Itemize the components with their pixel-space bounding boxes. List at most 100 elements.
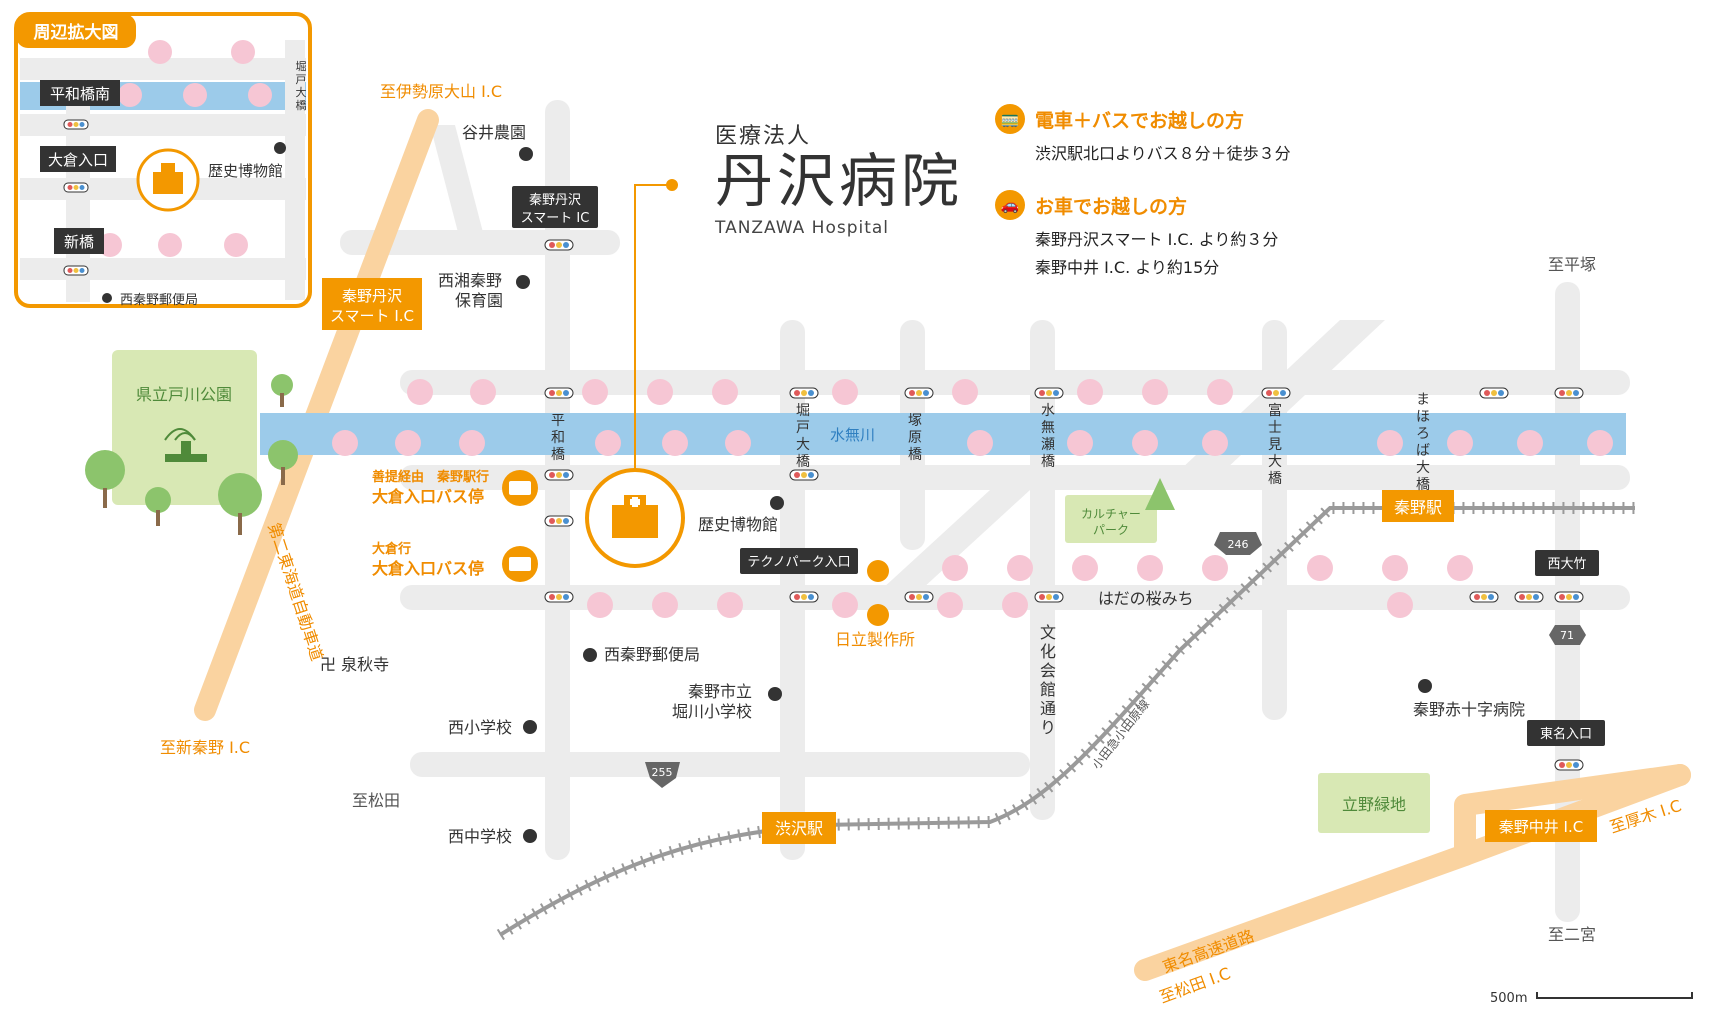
- svg-text:文: 文: [1040, 623, 1056, 642]
- svg-text:富: 富: [1268, 402, 1282, 419]
- culture-park-line1: カルチャー: [1081, 507, 1141, 521]
- fountain-icon: [164, 428, 207, 462]
- car-detail-1: 秦野丹沢スマート I.C. より約３分: [1035, 230, 1279, 249]
- svg-text:堀: 堀: [296, 60, 307, 73]
- nishihadano-post-label: 西秦野郵便局: [604, 645, 700, 664]
- hospital-title-block: 医療法人 丹沢病院 TANZAWA Hospital: [715, 118, 963, 238]
- svg-text:平: 平: [551, 413, 565, 429]
- svg-text:橋: 橋: [296, 98, 307, 112]
- svg-text:水: 水: [1041, 403, 1055, 419]
- inset-title: 周辺拡大図: [34, 22, 119, 43]
- tateno-park-area: [1318, 773, 1430, 833]
- svg-text:橋: 橋: [1041, 454, 1055, 470]
- smart-ic-box-line2: スマート IC: [521, 211, 590, 226]
- sakura-trees: [332, 379, 1613, 618]
- train-bus-heading: 電車＋バスでお越しの方: [1035, 109, 1245, 132]
- odakyu-railway: [496, 502, 1635, 941]
- hadano-nakai-ic-label: 秦野中井 I.C: [1499, 818, 1583, 836]
- to-ninomiya-label: 至二宮: [1548, 925, 1596, 944]
- svg-text:士: 士: [1268, 420, 1282, 436]
- svg-text:和: 和: [551, 430, 565, 446]
- hadano-sakura-road-label: はだの桜みち: [1098, 589, 1194, 608]
- bus-stop-1-sub: 善提経由 秦野駅行: [372, 469, 489, 485]
- bus-stop-2-main: 大倉入口バス停: [372, 559, 484, 578]
- inset-heiwa-minami: 平和橋南: [50, 85, 110, 103]
- red-cross-label: 秦野赤十字病院: [1413, 700, 1525, 719]
- shibusawa-station-label: 渋沢駅: [775, 819, 823, 838]
- to-hiratsuka-label: 至平塚: [1548, 255, 1596, 274]
- svg-text:見: 見: [1268, 437, 1282, 453]
- nishi-junior-label: 西中学校: [448, 827, 512, 846]
- bus-icon-technopark: [867, 560, 889, 582]
- svg-text:無: 無: [1041, 420, 1055, 436]
- svg-text:橋: 橋: [908, 447, 922, 463]
- svg-text:ほ: ほ: [1416, 409, 1430, 425]
- svg-text:ま: ま: [1416, 392, 1430, 408]
- bus-stop-icon-1: [502, 470, 538, 506]
- bus-stop-1-main: 大倉入口バス停: [372, 487, 484, 506]
- svg-text:通: 通: [1040, 699, 1056, 718]
- technopark-label: テクノパーク入口: [747, 555, 850, 570]
- scale-label: 500m: [1490, 991, 1527, 1006]
- inset-post-office: 西秦野郵便局: [120, 293, 198, 308]
- dark-label-boxes: [512, 186, 1605, 746]
- mizunashi-river-label: 水無川: [830, 426, 875, 444]
- horikawa-school-line1: 秦野市立: [688, 682, 752, 701]
- green-trees: [85, 374, 1175, 535]
- nishi-elementary-label: 西小学校: [448, 718, 512, 737]
- tateno-ryokuchi-label: 立野緑地: [1342, 795, 1406, 814]
- museum-label: 歴史博物館: [698, 515, 778, 534]
- svg-text:ろ: ろ: [1416, 426, 1430, 442]
- svg-text:瀬: 瀬: [1041, 437, 1055, 453]
- car-detail-2: 秦野中井 I.C. より約15分: [1035, 258, 1220, 277]
- svg-text:橋: 橋: [551, 447, 565, 463]
- svg-text:化: 化: [1040, 642, 1056, 661]
- train-icon: 🚃: [995, 104, 1025, 134]
- route-71-label: 71: [1560, 629, 1574, 642]
- svg-text:塚: 塚: [908, 413, 922, 429]
- hitachi-label: 日立製作所: [835, 630, 915, 649]
- horikawa-school-line2: 堀川小学校: [672, 702, 752, 721]
- inset-okura-iriguchi: 大倉入口: [48, 151, 108, 169]
- odakyu-line-label: 小田急小田原線: [1089, 696, 1153, 771]
- traffic-signals: [544, 239, 1584, 771]
- nursery-line2: 保育園: [455, 291, 503, 310]
- train-bus-detail: 渋沢駅北口よりバス８分＋徒歩３分: [1035, 144, 1291, 163]
- hospital-pointer-line: [634, 179, 678, 495]
- nishi-otake-label: 西大竹: [1547, 557, 1586, 572]
- tokawa-park-label: 県立戸川公園: [136, 385, 232, 404]
- inset-museum: 歴史博物館: [208, 162, 283, 180]
- inset-shinbashi: 新橋: [64, 233, 94, 251]
- corp-label: 医療法人: [715, 124, 812, 149]
- svg-text:り: り: [1040, 718, 1056, 737]
- smart-ic-orange-line1: 秦野丹沢: [342, 287, 402, 305]
- svg-text:大: 大: [296, 85, 307, 99]
- svg-text:戸: 戸: [296, 73, 307, 86]
- route-markers: [645, 532, 1586, 788]
- smart-ic-box-line1: 秦野丹沢: [529, 193, 581, 208]
- access-info: 🚃 電車＋バスでお越しの方 渋沢駅北口よりバス８分＋徒歩３分 🚗 お車でお越しの…: [995, 104, 1415, 282]
- svg-text:原: 原: [908, 430, 922, 446]
- to-shinhadano-label: 至新秦野 I.C: [160, 738, 250, 757]
- hadano-station-label: 秦野駅: [1394, 498, 1442, 517]
- svg-text:橋: 橋: [1268, 471, 1282, 487]
- bus-stop-2-sub: 大倉行: [372, 541, 411, 557]
- svg-text:ば: ば: [1416, 443, 1430, 459]
- svg-text:堀: 堀: [796, 403, 810, 419]
- svg-text:大: 大: [1416, 460, 1430, 476]
- smart-ic-orange-line2: スマート I.C: [330, 307, 414, 325]
- scale-bar: [1536, 992, 1693, 999]
- svg-text:大: 大: [1268, 454, 1282, 470]
- second-tokai-label: 第二東海道自動車道: [264, 520, 327, 663]
- bus-stop-icon-2: [502, 546, 538, 582]
- tokawa-park: [112, 350, 257, 505]
- route-255-label: 255: [652, 766, 673, 779]
- hospital-marker[interactable]: [585, 468, 685, 568]
- svg-text:橋: 橋: [1416, 477, 1430, 493]
- sensyuji-label: 卍 泉秋寺: [320, 655, 389, 674]
- svg-text:大: 大: [796, 437, 810, 453]
- nursery-line1: 西湘秦野: [438, 271, 502, 290]
